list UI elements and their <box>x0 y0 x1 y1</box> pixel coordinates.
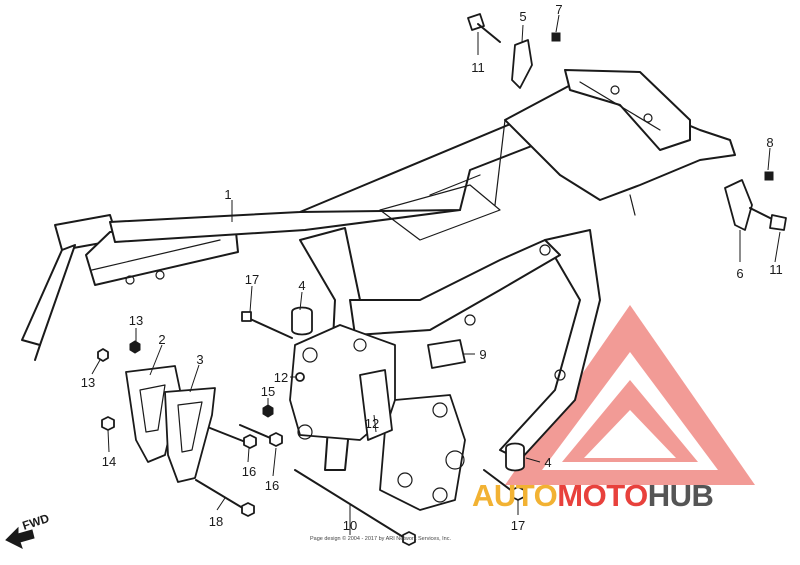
callout-16a: 16 <box>242 464 256 479</box>
bolt-11-top <box>467 13 501 43</box>
logo-segment-auto: AUTO <box>472 478 557 513</box>
bolt-10 <box>294 469 416 546</box>
bolt-16-left <box>209 427 257 449</box>
callout-numbers: 1 2 3 4 4 5 6 7 8 9 10 11 11 12 12 13 13… <box>81 2 783 533</box>
callout-11b: 11 <box>769 262 783 277</box>
callout-4b: 4 <box>544 455 551 470</box>
bolt-16-right <box>239 424 283 447</box>
callout-6: 6 <box>736 266 743 281</box>
callout-14: 14 <box>102 454 116 469</box>
logo-text: AUTOMOTOHUB <box>472 478 713 513</box>
nut-7 <box>551 32 561 42</box>
bracket-5 <box>511 39 533 89</box>
fwd-indicator: FWD <box>5 511 52 549</box>
callout-8: 8 <box>766 135 773 150</box>
nut-14 <box>101 416 115 431</box>
bracket-6 <box>724 179 753 231</box>
bolt-11-right <box>749 207 787 231</box>
callout-4a: 4 <box>298 278 305 293</box>
callout-13b: 13 <box>81 375 95 390</box>
callout-12b: 12 <box>365 416 379 431</box>
main-frame <box>21 69 736 511</box>
logo-mark <box>505 305 755 485</box>
callout-3: 3 <box>196 352 203 367</box>
leader-lines <box>91 14 781 535</box>
fwd-label: FWD <box>21 511 52 533</box>
callout-16b: 16 <box>265 478 279 493</box>
hanger-plate-3 <box>164 387 216 483</box>
callout-7: 7 <box>555 2 562 17</box>
logo-segment-hub: HUB <box>648 478 714 513</box>
callout-18: 18 <box>209 514 223 529</box>
bush-4-lower <box>505 442 525 472</box>
callout-13a: 13 <box>129 313 143 328</box>
callout-9: 9 <box>479 347 486 362</box>
callout-5: 5 <box>519 9 526 24</box>
callout-17a: 17 <box>245 272 259 287</box>
callout-12a: 12 <box>274 370 288 385</box>
bolt-17-lower <box>483 469 525 501</box>
nut-12-upper <box>295 372 305 382</box>
bush-4-upper <box>291 306 313 336</box>
logo-segment-moto: MOTO <box>557 478 647 513</box>
fwd-arrow-icon <box>5 526 35 549</box>
callout-1: 1 <box>224 187 231 202</box>
nut-8 <box>764 171 774 181</box>
callout-17b: 17 <box>511 518 525 533</box>
callout-11a: 11 <box>471 60 485 75</box>
nut-15 <box>262 404 274 418</box>
nut-13-upper <box>129 340 141 354</box>
callout-2: 2 <box>158 332 165 347</box>
bolt-17-upper <box>241 311 293 339</box>
callout-15: 15 <box>261 384 275 399</box>
callout-10: 10 <box>343 518 357 533</box>
nut-13-lower <box>97 348 109 362</box>
bolt-18 <box>195 479 255 517</box>
copyright-text: Page design © 2004 - 2017 by ARI Network… <box>310 535 451 542</box>
